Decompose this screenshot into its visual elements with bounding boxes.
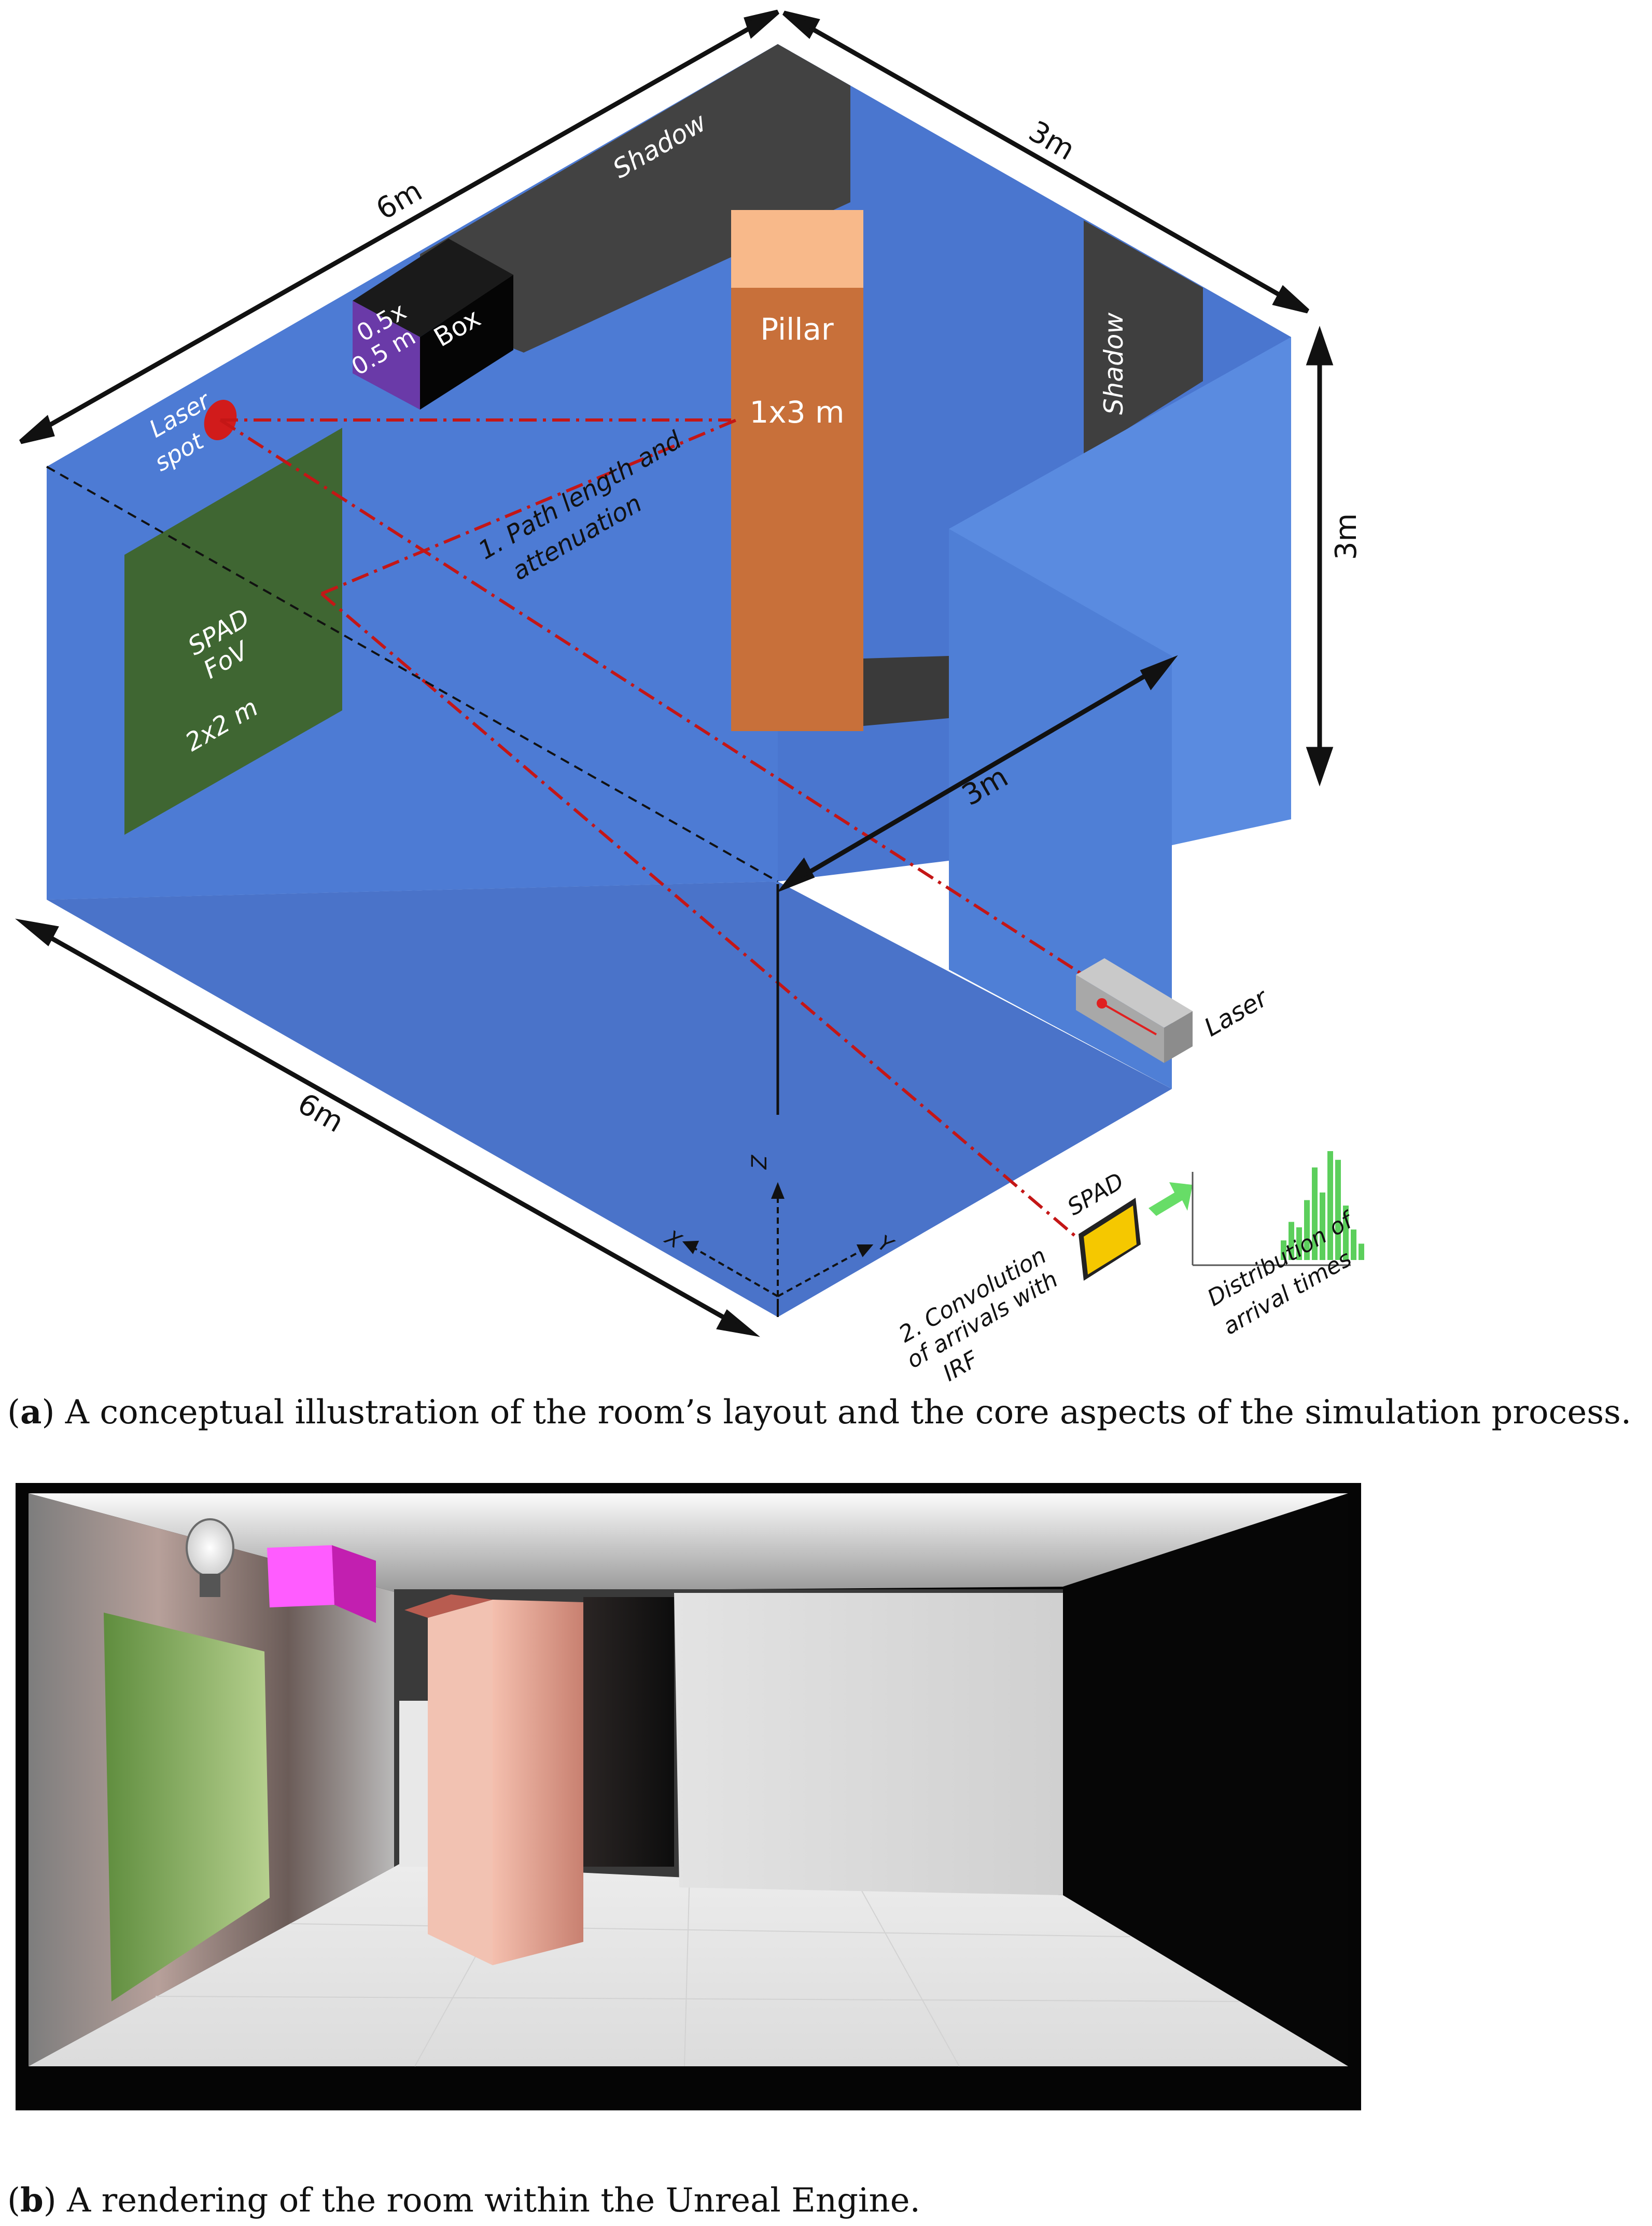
label-axis-z: Z — [748, 1154, 772, 1170]
room-right-wall-side — [949, 337, 1291, 845]
histogram-bar — [1343, 1206, 1349, 1260]
dim-bottom: 6m — [292, 1087, 349, 1139]
histogram-bar — [1359, 1243, 1364, 1260]
room-right-wall — [949, 529, 1172, 1089]
dim-top-right: 3m — [1023, 115, 1081, 167]
render-pillar-top — [404, 1594, 493, 1618]
caption-a-letter: a — [20, 1393, 41, 1432]
path-fov-to-pillar — [320, 418, 737, 595]
axis-x-head — [682, 1240, 699, 1254]
shadow-back — [420, 44, 850, 353]
bulb-glass — [186, 1518, 234, 1577]
dim-arrow-top-left — [30, 16, 769, 438]
render-fov-patch — [104, 1613, 270, 2001]
label-pillar: Pillar — [760, 312, 834, 347]
dim-arrowhead — [19, 415, 55, 444]
render-pillar-front — [493, 1600, 583, 1965]
dim-arrowhead — [15, 918, 59, 946]
arrow-to-histogram — [1149, 1182, 1193, 1216]
render-box-front — [267, 1545, 334, 1607]
dimension-arrows — [15, 9, 1334, 1337]
dim-top-left: 6m — [371, 174, 428, 227]
render-right-wall — [1063, 1493, 1348, 2066]
room-floor — [47, 881, 1172, 1317]
dim-arrow-inner-depth — [792, 664, 1163, 884]
laser-side — [1164, 1011, 1193, 1063]
histogram-bar — [1281, 1240, 1286, 1260]
histogram-bar — [1320, 1192, 1325, 1260]
light-bulb-icon — [186, 1518, 234, 1597]
laser-device — [1076, 958, 1193, 1063]
panel-b-unreal-render — [16, 1483, 1361, 2110]
box-side — [420, 275, 513, 410]
histogram-bar — [1335, 1159, 1341, 1260]
render-floor — [29, 1864, 1348, 2066]
histogram-bar — [1351, 1229, 1356, 1260]
axis-y-head — [856, 1244, 874, 1257]
laser-emitted-beam — [1101, 1002, 1157, 1035]
render-corridor-light — [399, 1701, 428, 1867]
pillar-top — [731, 210, 863, 288]
floor-grid-line — [684, 1871, 690, 2067]
dim-arrow-bottom — [32, 926, 743, 1329]
histogram-bar — [1312, 1167, 1318, 1260]
caption-b: (b) A rendering of the room within the U… — [7, 2181, 920, 2220]
caption-a-text: ) A conceptual illustration of the room’… — [41, 1393, 1631, 1432]
caption-b-letter: b — [20, 2181, 44, 2220]
hidden-edge-diag — [46, 466, 778, 883]
bulb-base — [200, 1574, 220, 1597]
laser-front — [1076, 975, 1164, 1063]
caption-a: (a) A conceptual illustration of the roo… — [7, 1393, 1631, 1432]
axis-z-head — [771, 1182, 785, 1199]
floor-grid-line — [855, 1879, 960, 2067]
dim-arrowhead — [782, 10, 820, 39]
path-spot-to-laser — [219, 418, 1100, 987]
render-white-panel — [674, 1593, 1063, 1895]
label-laser: Laser — [1199, 983, 1274, 1042]
dim-arrowhead — [1306, 747, 1334, 787]
shadow-pillar-base — [863, 656, 949, 726]
axis-x-line — [692, 1246, 778, 1297]
label-pillar-size: 1x3 m — [749, 395, 844, 430]
histogram-bar — [1296, 1227, 1302, 1260]
dim-arrowhead — [744, 9, 779, 39]
histogram-bar — [1304, 1200, 1310, 1260]
box-top — [353, 239, 513, 337]
spad-detector — [1079, 1198, 1141, 1281]
shadow-right — [1084, 220, 1203, 456]
histogram-bars — [1281, 1151, 1364, 1260]
histogram — [1192, 1151, 1364, 1266]
dim-arrowhead — [716, 1309, 760, 1337]
panel-a-conceptual-diagram: 6m 3m 3m 3m 6m Shadow Shadow Box 0.5x 0.… — [15, 9, 1364, 1387]
spad-fov-square — [124, 428, 342, 835]
dim-arrowhead — [1140, 655, 1178, 691]
box-front — [353, 301, 420, 410]
dim-arrowhead — [777, 857, 815, 893]
render-box-side — [332, 1545, 376, 1623]
dim-right-height: 3m — [1329, 513, 1363, 560]
dim-arrowhead — [1272, 285, 1310, 314]
render-corridor-dark — [583, 1597, 674, 1867]
pillar-body — [731, 288, 863, 731]
histogram-bar — [1289, 1222, 1294, 1260]
axis-y-line — [777, 1249, 864, 1297]
floor-grid-line — [155, 1996, 1240, 2002]
laser-top — [1076, 958, 1193, 1028]
coordinate-axes — [682, 1182, 874, 1297]
render-pillar-side — [428, 1600, 493, 1965]
dim-arrow-top-right — [792, 16, 1300, 308]
histogram-bar — [1327, 1151, 1333, 1260]
laser-paths — [219, 418, 1100, 1238]
spad-face — [1084, 1206, 1137, 1275]
label-shadow-right: Shadow — [1099, 313, 1129, 415]
caption-b-text: ) A rendering of the room within the Unr… — [44, 2181, 920, 2220]
dim-arrowhead — [1306, 326, 1334, 366]
